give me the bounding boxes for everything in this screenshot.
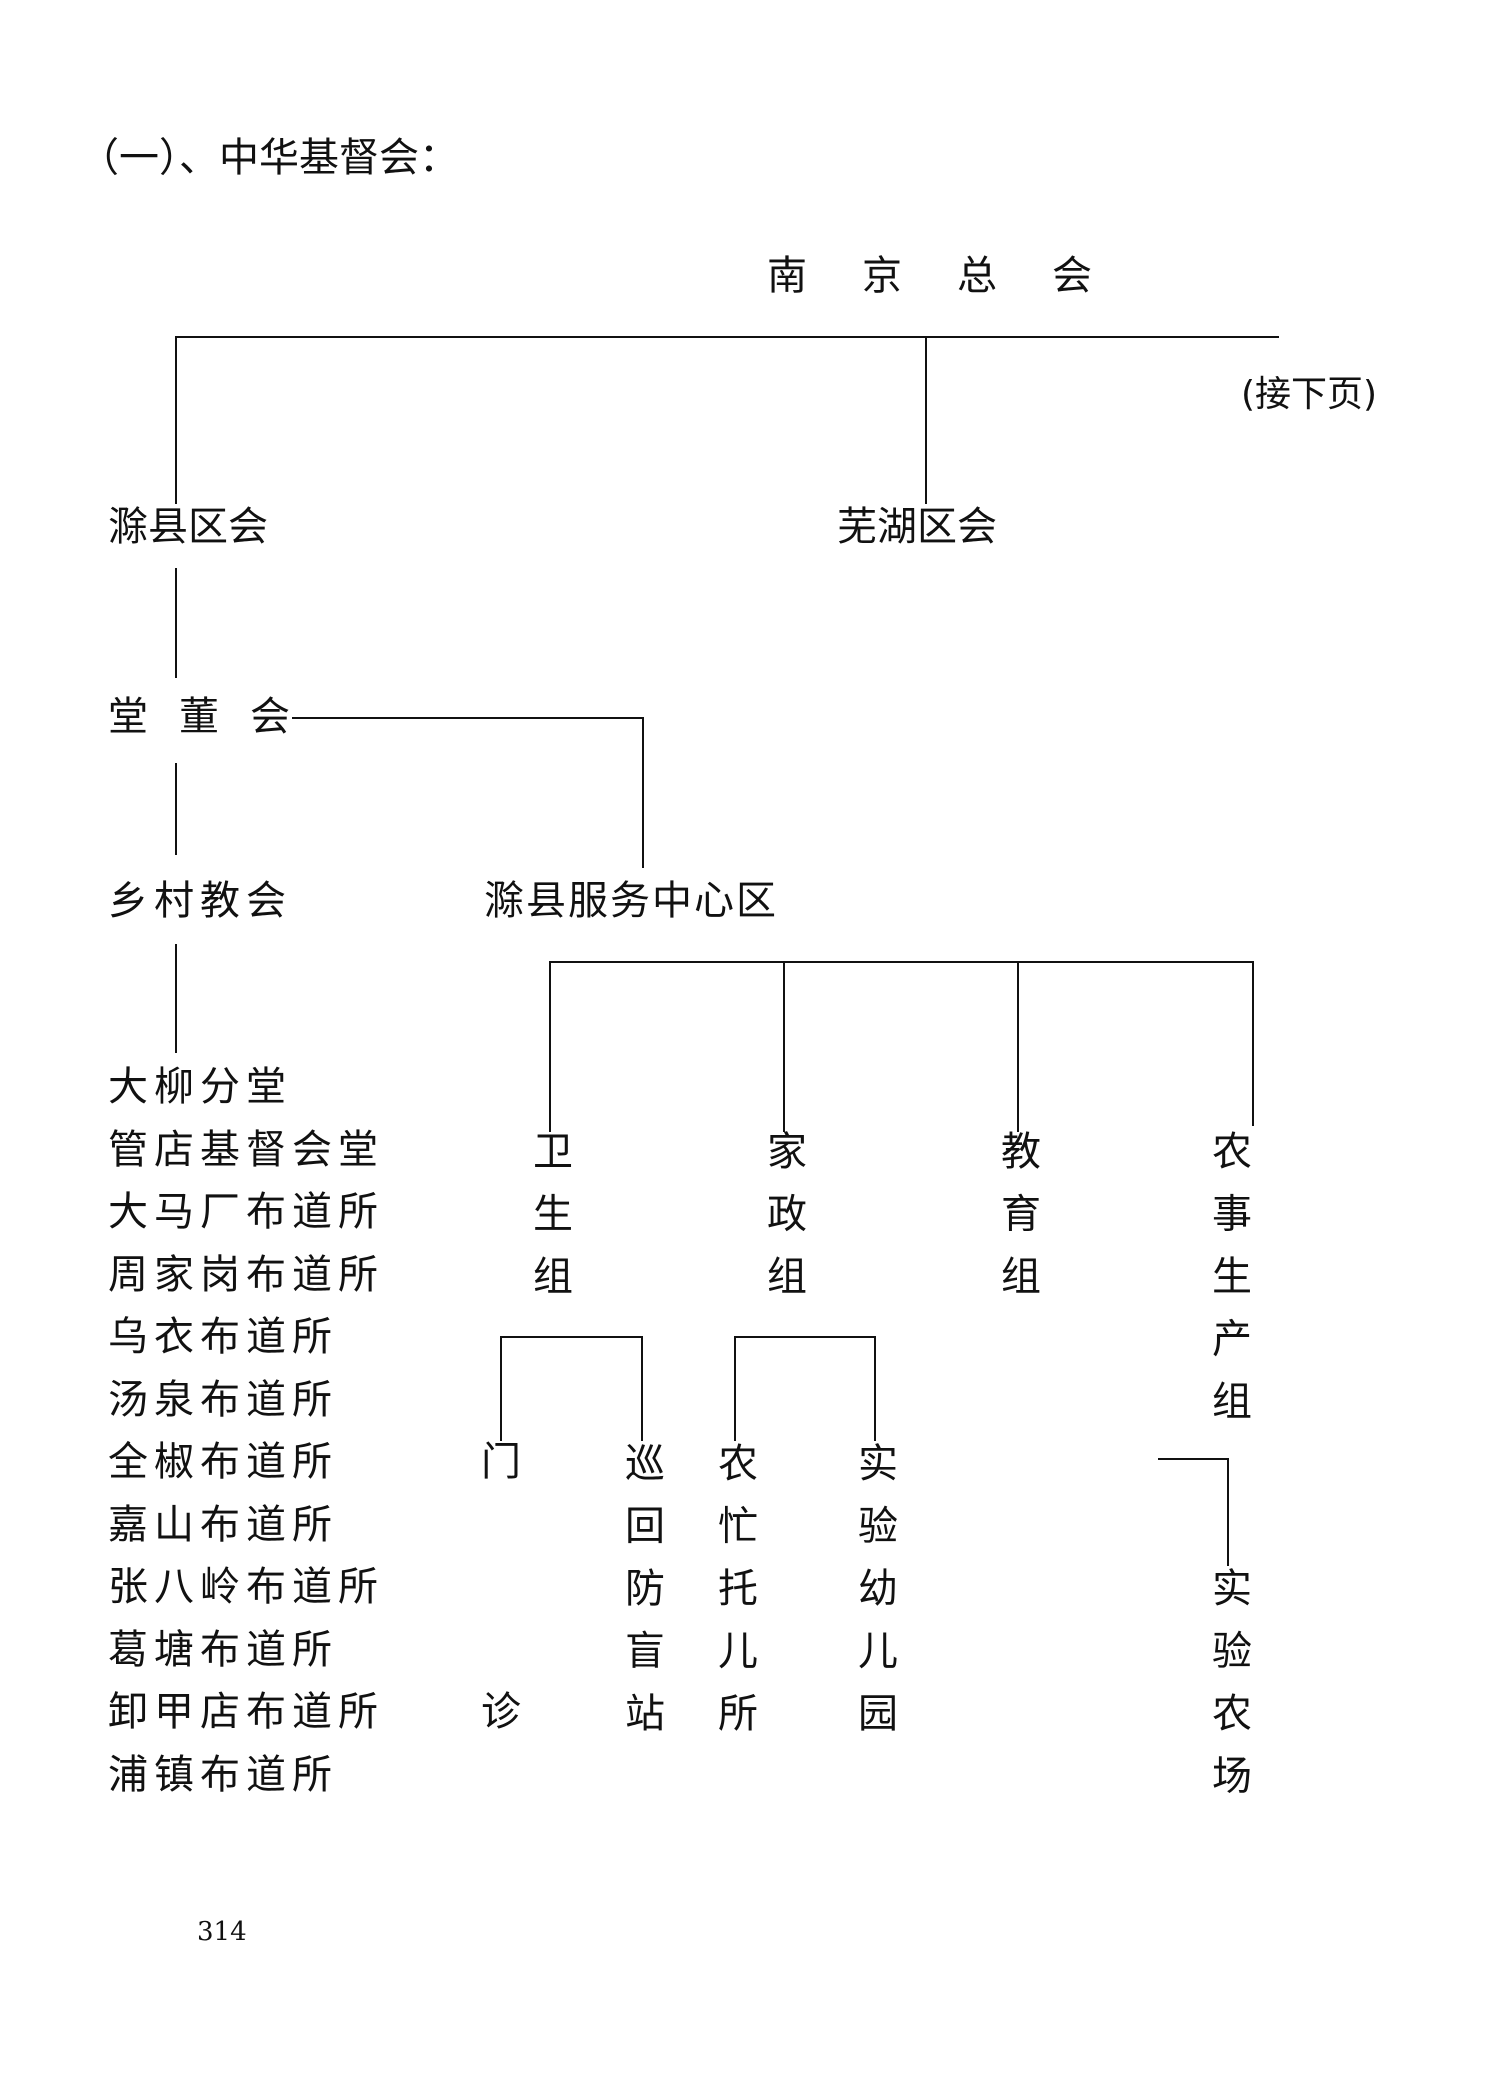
church-item: 卸甲店布道所 bbox=[108, 1689, 384, 1735]
church-item: 汤泉布道所 bbox=[108, 1376, 338, 1423]
connector-line bbox=[641, 1336, 643, 1441]
connector-line bbox=[175, 763, 177, 855]
connector-line bbox=[175, 944, 177, 1053]
unit-clinic-bottom: 诊 bbox=[481, 1689, 521, 1735]
church-item: 管店基督会堂 bbox=[108, 1126, 384, 1173]
group-health: 卫生组 bbox=[526, 1130, 572, 1318]
church-item: 周家岗布道所 bbox=[108, 1251, 384, 1298]
church-item: 乌衣布道所 bbox=[108, 1314, 338, 1360]
region-wuhu: 芜湖区会 bbox=[837, 504, 997, 550]
unit-clinic-top: 门 bbox=[481, 1439, 521, 1485]
connector-line bbox=[1252, 961, 1254, 1126]
connector-line bbox=[292, 717, 642, 719]
region-chuxian: 滁县区会 bbox=[108, 504, 268, 550]
connector-line bbox=[734, 1336, 874, 1338]
church-item: 全椒布道所 bbox=[108, 1439, 338, 1485]
connector-line bbox=[549, 961, 551, 1132]
group-education: 教育组 bbox=[994, 1130, 1040, 1318]
rural-churches-node: 乡村教会 bbox=[108, 878, 292, 924]
connector-line bbox=[175, 336, 177, 504]
church-item: 葛塘布道所 bbox=[108, 1626, 338, 1673]
unit-nursery: 农忙托儿所 bbox=[711, 1442, 757, 1755]
connector-line bbox=[175, 568, 177, 678]
connector-line bbox=[1227, 1458, 1229, 1566]
church-item: 浦镇布道所 bbox=[108, 1751, 338, 1798]
connector-line bbox=[642, 717, 644, 868]
unit-kindergarten: 实验幼儿园 bbox=[851, 1442, 897, 1755]
page-number: 314 bbox=[197, 1917, 247, 1947]
connector-line bbox=[500, 1336, 502, 1441]
group-home: 家政组 bbox=[760, 1130, 806, 1318]
continued-note: (接下页) bbox=[1241, 374, 1378, 415]
church-council-node: 堂董会 bbox=[108, 694, 321, 740]
unit-farm: 实验农场 bbox=[1205, 1567, 1251, 1817]
group-agriculture: 农事生产组 bbox=[1205, 1130, 1251, 1443]
connector-line bbox=[874, 1336, 876, 1441]
connector-line bbox=[1017, 961, 1019, 1132]
service-center-node: 滁县服务中心区 bbox=[484, 878, 778, 924]
headquarters-node: 南京总会 bbox=[767, 253, 1147, 299]
connector-line bbox=[1158, 1458, 1227, 1460]
connector-line bbox=[500, 1336, 641, 1338]
connector-line bbox=[549, 961, 1252, 963]
church-item: 大马厂布道所 bbox=[108, 1189, 384, 1235]
connector-line bbox=[783, 961, 785, 1132]
connector-line bbox=[734, 1336, 736, 1441]
church-item: 张八岭布道所 bbox=[108, 1564, 384, 1610]
church-item: 大柳分堂 bbox=[108, 1064, 292, 1110]
connector-line bbox=[175, 336, 1279, 338]
unit-blindness-station: 巡回防盲站 bbox=[618, 1442, 664, 1755]
connector-line bbox=[925, 336, 927, 504]
section-title: （一）、中华基督会： bbox=[79, 135, 459, 181]
church-item: 嘉山布道所 bbox=[108, 1501, 338, 1548]
